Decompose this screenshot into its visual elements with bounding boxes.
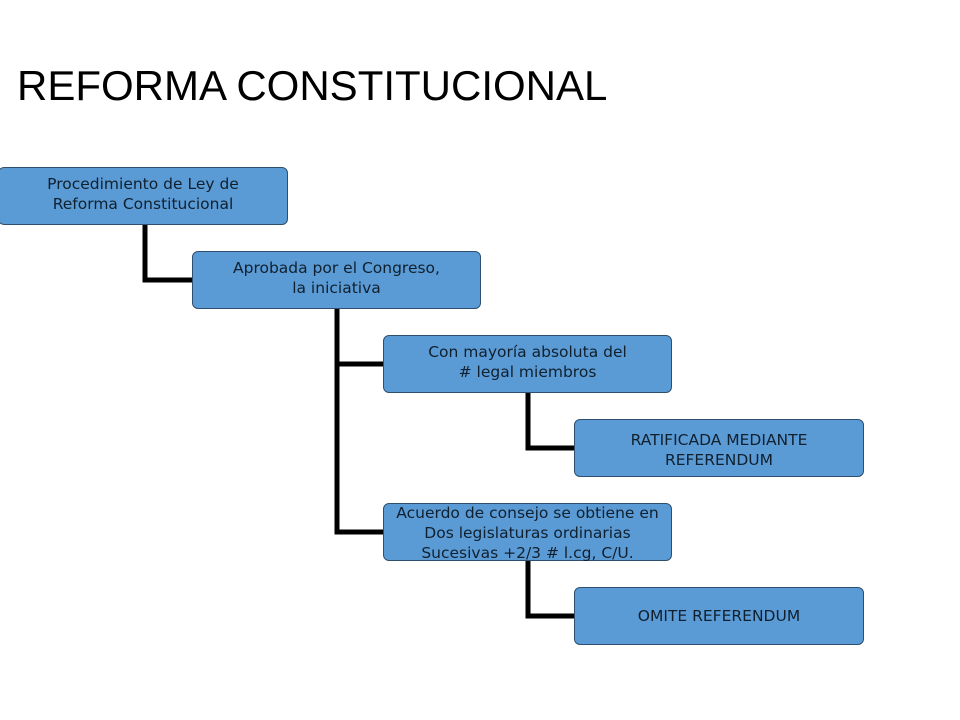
node-acuerdo-consejo-label: Acuerdo de consejo se obtiene en Dos leg… <box>396 504 659 562</box>
connector-n3-n4 <box>525 393 574 451</box>
node-ratificada: RATIFICADA MEDIANTE REFERENDUM <box>574 419 864 477</box>
node-omite-referendum-label: OMITE REFERENDUM <box>637 607 801 625</box>
node-aprobada-label: Aprobada por el Congreso, la iniciativa <box>233 259 440 297</box>
node-omite-referendum: OMITE REFERENDUM <box>574 587 864 645</box>
node-procedimiento: Procedimiento de Ley de Reforma Constitu… <box>0 167 288 225</box>
connector-n2-n3 <box>334 309 383 367</box>
node-mayoria-absoluta: Con mayoría absoluta del # legal miembro… <box>383 335 672 393</box>
node-ratificada-label: RATIFICADA MEDIANTE REFERENDUM <box>630 430 808 469</box>
page-title: REFORMA CONSTITUCIONAL <box>17 62 608 109</box>
connector-n5-n6 <box>525 561 574 619</box>
node-acuerdo-consejo: Acuerdo de consejo se obtiene en Dos leg… <box>383 503 672 562</box>
node-mayoria-absoluta-label: Con mayoría absoluta del # legal miembro… <box>428 343 627 381</box>
connector-n1-n2 <box>142 225 192 283</box>
connector-n2-n5 <box>334 309 383 535</box>
node-aprobada: Aprobada por el Congreso, la iniciativa <box>192 251 481 309</box>
node-procedimiento-label: Procedimiento de Ley de Reforma Constitu… <box>47 175 239 213</box>
